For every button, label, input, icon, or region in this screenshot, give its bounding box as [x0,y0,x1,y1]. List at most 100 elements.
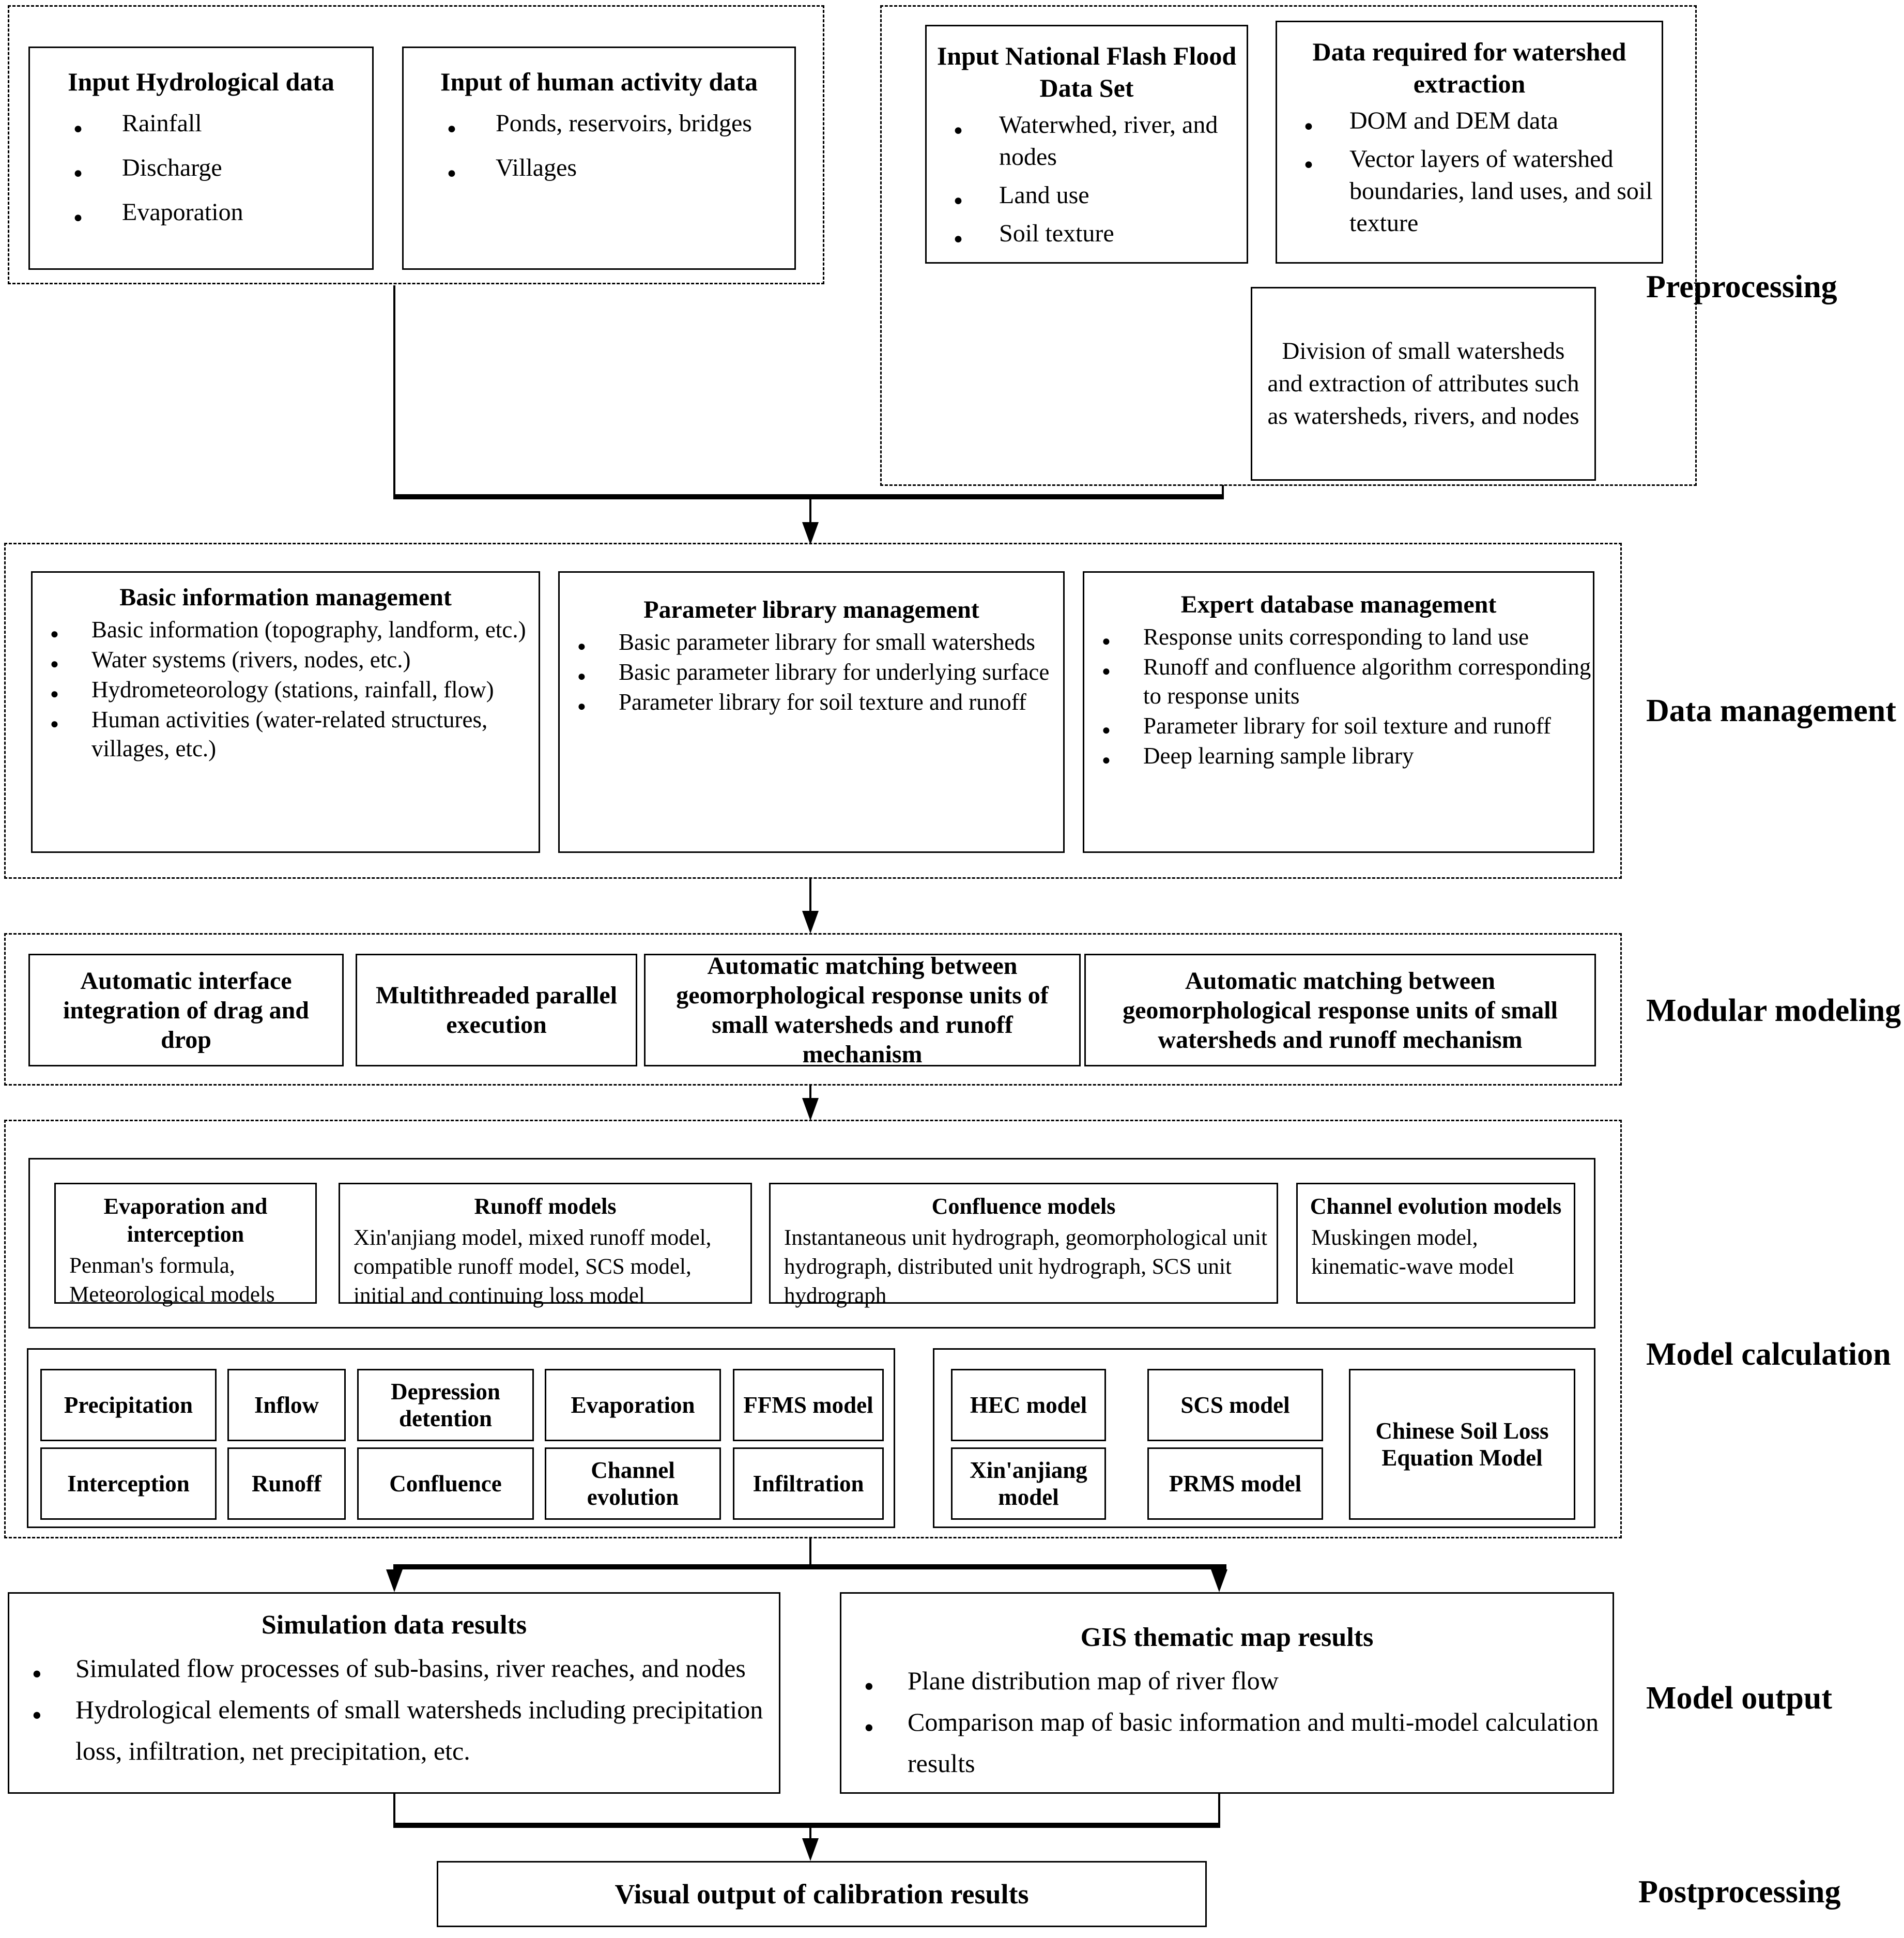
arrow-down-icon [802,522,819,545]
list-item: Discharge [30,151,372,190]
module-prms-model: PRMS model [1147,1447,1323,1520]
connector-bar [393,494,1224,499]
box-text: Evaporation [571,1392,695,1418]
box-text: Runoff [251,1471,322,1497]
box-title: Input National Flash Flood Data Set [936,41,1237,102]
list-item: Response units corresponding to land use [1084,622,1593,656]
expert-database-management-box: Expert database management Response unit… [1083,571,1594,853]
connector-line [1222,485,1224,496]
box-title: Runoff models [474,1194,617,1219]
connector-line [393,285,395,497]
box-text: PRMS model [1169,1471,1302,1497]
module-box-auto-matching-2: Automatic matching between geomorphologi… [1084,954,1596,1066]
arrow-down-icon [802,911,819,934]
simulation-data-results-box: Simulation data results Simulated flow p… [8,1592,780,1794]
connector-line [1218,1794,1220,1826]
list-item: Soil texture [927,218,1247,255]
module-precipitation: Precipitation [40,1369,217,1441]
box-title: GIS thematic map results [1080,1623,1374,1652]
list-item: Evaporation [30,196,372,234]
list-item: Simulated flow processes of sub-basins, … [9,1647,779,1694]
box-text: Channel evolution [587,1457,679,1510]
list-item: Basic information (topography, landform,… [33,615,539,649]
gis-thematic-map-results-box: GIS thematic map results Plane distribut… [840,1592,1614,1794]
list-item: Hydrometeorology (stations, rainfall, fl… [33,675,539,709]
module-runoff: Runoff [227,1447,346,1520]
connector-line [393,1794,395,1826]
input-flash-flood-box: Input National Flash Flood Data Set Wate… [925,25,1248,264]
list-item: DOM and DEM data [1277,105,1662,142]
box-title: Input of human activity data [440,67,758,96]
box-text: Chinese Soil Loss Equation Model [1375,1418,1549,1471]
box-text: Confluence [389,1471,502,1497]
box-text: Automatic matching between geomorphologi… [676,952,1049,1068]
box-text: Automatic matching between geomorphologi… [1123,967,1558,1054]
evaporation-interception-group-box: Evaporation and interception Penman's fo… [54,1183,317,1307]
watershed-extraction-data-box: Data required for watershed extraction D… [1276,21,1663,264]
module-box-multithreaded: Multithreaded parallel execution [356,954,637,1066]
connector-line [809,1086,811,1101]
model-calculation-container [4,1120,1622,1538]
box-text: HEC model [970,1392,1087,1418]
list-item: Runoff and confluence algorithm correspo… [1084,652,1593,710]
box-text: Division of small watersheds and extract… [1267,338,1579,430]
stage-label-data-management: Data management [1646,693,1896,728]
module-xinanjiang-model: Xin'anjiang model [951,1447,1106,1520]
list-item: Rainfall [30,107,372,145]
box-text: Instantaneous unit hydrograph, geomorpho… [784,1226,1268,1308]
stage-label-model-output: Model output [1646,1681,1832,1716]
arrow-down-icon [802,1098,819,1121]
list-item: Water systems (rivers, nodes, etc.) [33,645,539,679]
list-item: Waterwhed, river, and nodes [927,109,1247,173]
module-hec-model: HEC model [951,1369,1106,1441]
connector-line [809,1828,811,1841]
parameter-library-management-box: Parameter library management Basic param… [558,571,1065,853]
connector-line [809,1538,811,1567]
stage-label-postprocessing: Postprocessing [1638,1874,1841,1910]
module-evaporation: Evaporation [545,1369,721,1441]
list-item: Vector layers of watershed boundaries, l… [1277,143,1662,239]
connector-bar [393,1564,1226,1569]
arrow-down-icon [386,1569,403,1592]
channel-evolution-models-group-box: Channel evolution models Muskingen model… [1296,1183,1575,1304]
box-text: Interception [67,1471,190,1497]
connector-line [809,879,811,914]
module-inflow: Inflow [227,1369,346,1441]
box-title: Confluence models [931,1194,1116,1219]
list-item: Basic parameter library for small waters… [560,628,1063,661]
connector-bar [393,1823,1220,1828]
box-text: Visual output of calibration results [615,1879,1029,1910]
arrow-down-icon [1211,1569,1227,1592]
preprocessing-left-container [8,5,824,284]
module-box-drag-drop: Automatic interface integration of drag … [28,954,344,1066]
list-item: Parameter library for soil texture and r… [560,688,1063,721]
box-text: Inflow [254,1392,319,1418]
box-title: Expert database management [1180,591,1497,618]
box-text: Multithreaded parallel execution [375,982,618,1039]
list-item: Human activities (water-related structur… [33,705,539,763]
module-channel-evolution: Channel evolution [545,1447,721,1520]
box-title: Parameter library management [643,596,979,623]
list-item: Hydrological elements of small watershed… [9,1689,779,1772]
list-item: Parameter library for soil texture and r… [1084,711,1593,745]
input-human-activity-box: Input of human activity data Ponds, rese… [402,47,796,270]
box-text: Depression detention [391,1379,500,1431]
box-text: Infiltration [753,1471,864,1497]
box-text: Muskingen model, kinematic-wave model [1311,1226,1514,1279]
box-text: Xin'anjiang model, mixed runoff model, c… [354,1226,712,1308]
box-title: Data required for watershed extraction [1312,37,1626,98]
basic-information-management-box: Basic information management Basic infor… [31,571,540,853]
box-title: Basic information management [119,584,452,611]
connector-line [809,499,811,525]
confluence-models-group-box: Confluence models Instantaneous unit hyd… [769,1183,1278,1308]
box-text: Precipitation [64,1392,193,1418]
input-hydrological-data-box: Input Hydrological data Rainfall Dischar… [28,47,374,270]
box-title: Simulation data results [261,1610,527,1640]
list-item: Land use [927,179,1247,217]
list-item: Plane distribution map of river flow [841,1660,1613,1706]
division-small-watersheds-box: Division of small watersheds and extract… [1251,287,1596,481]
stage-label-preprocessing: Preprocessing [1646,269,1837,304]
box-title: Input Hydrological data [68,67,334,96]
preprocessing-right-container [880,5,1697,486]
